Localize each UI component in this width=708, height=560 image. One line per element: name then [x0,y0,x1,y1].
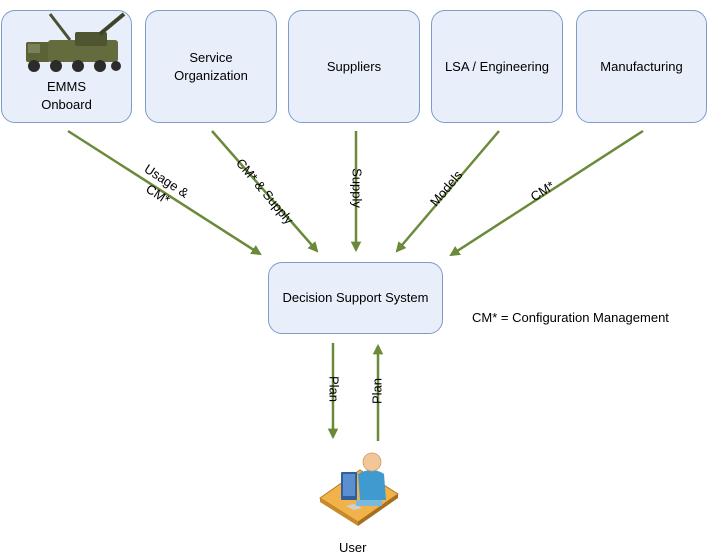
user-at-computer-icon [319,452,399,526]
decision-support-system-box: Decision Support System [268,262,443,334]
legend-note: CM* = Configuration Management [472,310,669,325]
howitzer-vehicle-icon [26,12,126,72]
suppliers-box: Suppliers [288,10,420,123]
edge-label-cm: CM* [528,178,557,204]
edge-label-supply: Supply [350,168,365,208]
arrow-lsa-to-dss [395,130,500,253]
manufacturing-label: Manufacturing [600,58,683,74]
dss-label: Decision Support System [282,290,429,305]
arrow-manufacturing-to-dss [449,129,644,257]
edge-label-models: Models [427,167,466,209]
lsa-engineering-box: LSA / Engineering [431,10,563,123]
emms-label-line2: Onboard [41,97,92,112]
edge-label-cm-supply: CM* & Supply [233,156,297,228]
edge-label-plan-up: Plan [369,378,384,404]
emms-label-line1: EMMS [47,79,86,94]
service-label-line1: Service [189,49,233,65]
suppliers-label: Suppliers [326,58,382,74]
arrow-service-to-dss [211,130,319,253]
service-organization-box: Service Organization [145,10,277,123]
arrow-emms-to-dss [67,129,262,256]
edge-label-plan-down: Plan [327,376,342,402]
emms-onboard-box: EMMS Onboard [1,10,132,123]
user-label: User [339,540,367,555]
manufacturing-box: Manufacturing [576,10,707,123]
service-label-line2: Organization [174,67,248,83]
lsa-label: LSA / Engineering [444,58,550,74]
